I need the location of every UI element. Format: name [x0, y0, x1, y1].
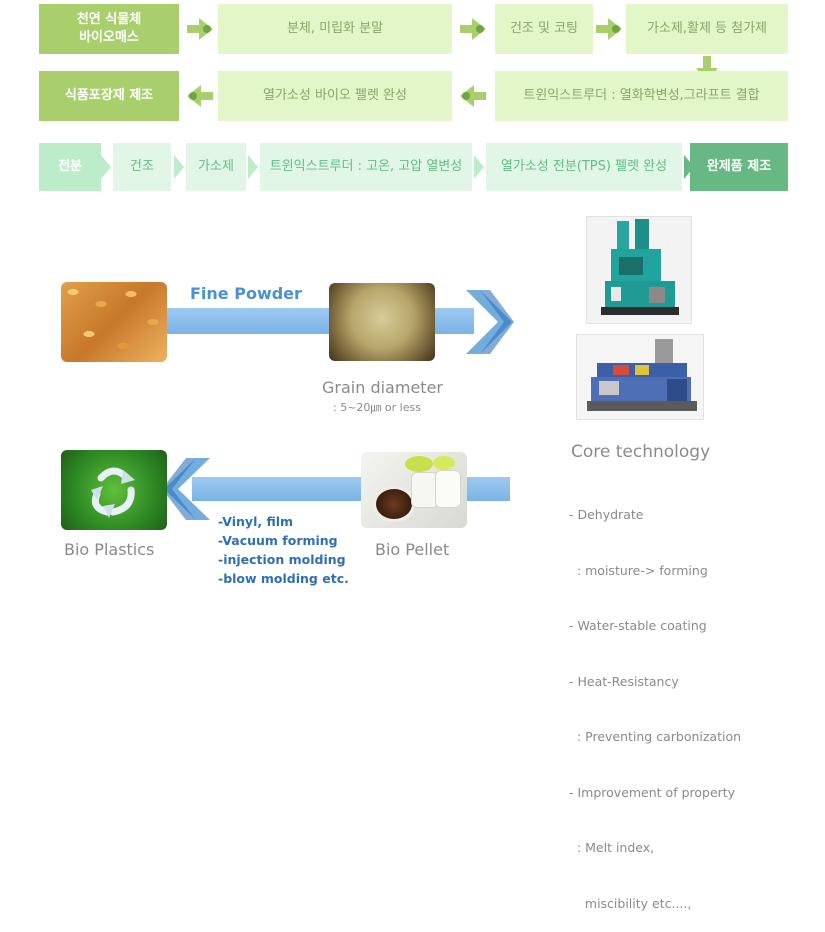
bio-pellet-image	[361, 452, 467, 528]
extruder-icon	[587, 339, 697, 411]
step-biomass: 천연 식물체 바이오매스	[39, 4, 179, 54]
use-item: -Vacuum forming	[218, 533, 338, 548]
tps-step-pellet-label: 열가소성 전분(TPS) 펠렛 완성	[500, 159, 668, 175]
use-item: -blow molding etc.	[218, 571, 349, 586]
recycle-icon	[91, 467, 135, 518]
tps-step-starch-label: 전분	[58, 159, 82, 175]
tps-step-product-label: 완제품 제조	[706, 159, 772, 175]
mixer-machine-image	[586, 216, 692, 324]
tps-step-extruder-label: 트윈익스트루더 : 고온, 고압 열변성	[269, 159, 463, 175]
chevron-right-icon	[474, 155, 484, 179]
core-item: : moisture-> forming	[569, 562, 708, 578]
fine-powder-label: Fine Powder	[190, 284, 302, 303]
chevron-right-icon	[174, 155, 184, 179]
core-item: - Improvement of property	[569, 784, 736, 800]
kneader-machine-icon	[601, 219, 679, 315]
fine-powder-image	[329, 283, 435, 361]
tps-step-extruder: 트윈익스트루더 : 고온, 고압 열변성	[260, 143, 472, 191]
tps-step-starch: 전분	[39, 143, 101, 191]
grain-seeds-image	[61, 282, 167, 362]
step-drying-coating: 건조 및 코팅	[495, 4, 593, 54]
pellet-cup-white-2	[435, 470, 461, 508]
arrow-left-icon	[460, 85, 486, 107]
core-technology-title: Core technology	[571, 442, 711, 462]
bio-pellet-label: Bio Pellet	[375, 540, 450, 559]
tps-step-product: 완제품 제조	[690, 143, 788, 191]
grain-diameter-label: Grain diameter	[322, 378, 443, 397]
double-chevron-left-icon	[162, 458, 210, 520]
core-technology-list: - Dehydrate : moisture-> forming - Water…	[569, 469, 741, 932]
step-biomass-label: 천연 식물체 바이오매스	[76, 12, 142, 45]
tps-step-dry-label: 건조	[130, 159, 154, 175]
step-twin-extruder: 트윈익스트루더 : 열화학변성,그라프트 결합	[495, 71, 788, 121]
lime-slice	[405, 456, 433, 472]
step-packaging: 식품포장재 제조	[39, 71, 179, 121]
arrow-left-icon	[187, 85, 213, 107]
tps-step-dry: 건조	[113, 143, 171, 191]
bio-plastics-image	[61, 450, 167, 530]
core-item: : Preventing carbonization	[569, 729, 742, 744]
step-packaging-label: 식품포장재 제조	[64, 88, 154, 104]
step-powder-label: 분체, 미립화 분말	[286, 21, 384, 37]
step-additives: 가소제,활제 등 첨가제	[626, 4, 788, 54]
step-powder: 분체, 미립화 분말	[218, 4, 452, 54]
extruder-machine-image	[576, 334, 704, 420]
chevron-right-icon	[248, 155, 258, 179]
arrow-right-icon	[460, 18, 486, 40]
lime-slice-2	[433, 456, 455, 470]
tps-step-plasticizer: 가소제	[186, 143, 246, 191]
bio-plastics-label: Bio Plastics	[64, 540, 155, 559]
uses-list: -Vinyl, film -Vacuum forming -injection …	[218, 512, 349, 588]
grain-range-label: : 5~20㎛ or less	[333, 401, 421, 414]
use-item: -Vinyl, film	[218, 514, 294, 529]
step-bio-pellet: 열가소성 바이오 펠렛 완성	[218, 71, 452, 121]
step-bio-pellet-label: 열가소성 바이오 펠렛 완성	[263, 88, 407, 104]
core-item: : Melt index,	[569, 840, 655, 855]
tps-step-plasticizer-label: 가소제	[198, 159, 234, 175]
pellet-bowl-dark	[373, 486, 415, 522]
core-item: - Heat-Resistancy	[569, 673, 679, 689]
tps-step-pellet: 열가소성 전분(TPS) 펠렛 완성	[486, 143, 682, 191]
arrow-right-icon	[187, 18, 213, 40]
core-item: - Dehydrate	[569, 507, 644, 522]
chevron-right-icon	[101, 155, 111, 179]
step-twin-extruder-label: 트윈익스트루더 : 열화학변성,그라프트 결합	[523, 88, 760, 104]
chevron-right-icon	[684, 155, 694, 179]
step-drying-coating-label: 건조 및 코팅	[509, 21, 579, 37]
core-item: - Water-stable coating	[569, 618, 707, 633]
core-item: miscibility etc....,	[569, 895, 692, 911]
double-chevron-right-icon	[466, 290, 514, 354]
arrow-right-icon	[596, 18, 622, 40]
step-additives-label: 가소제,활제 등 첨가제	[646, 21, 768, 37]
use-item: -injection molding	[218, 552, 346, 567]
